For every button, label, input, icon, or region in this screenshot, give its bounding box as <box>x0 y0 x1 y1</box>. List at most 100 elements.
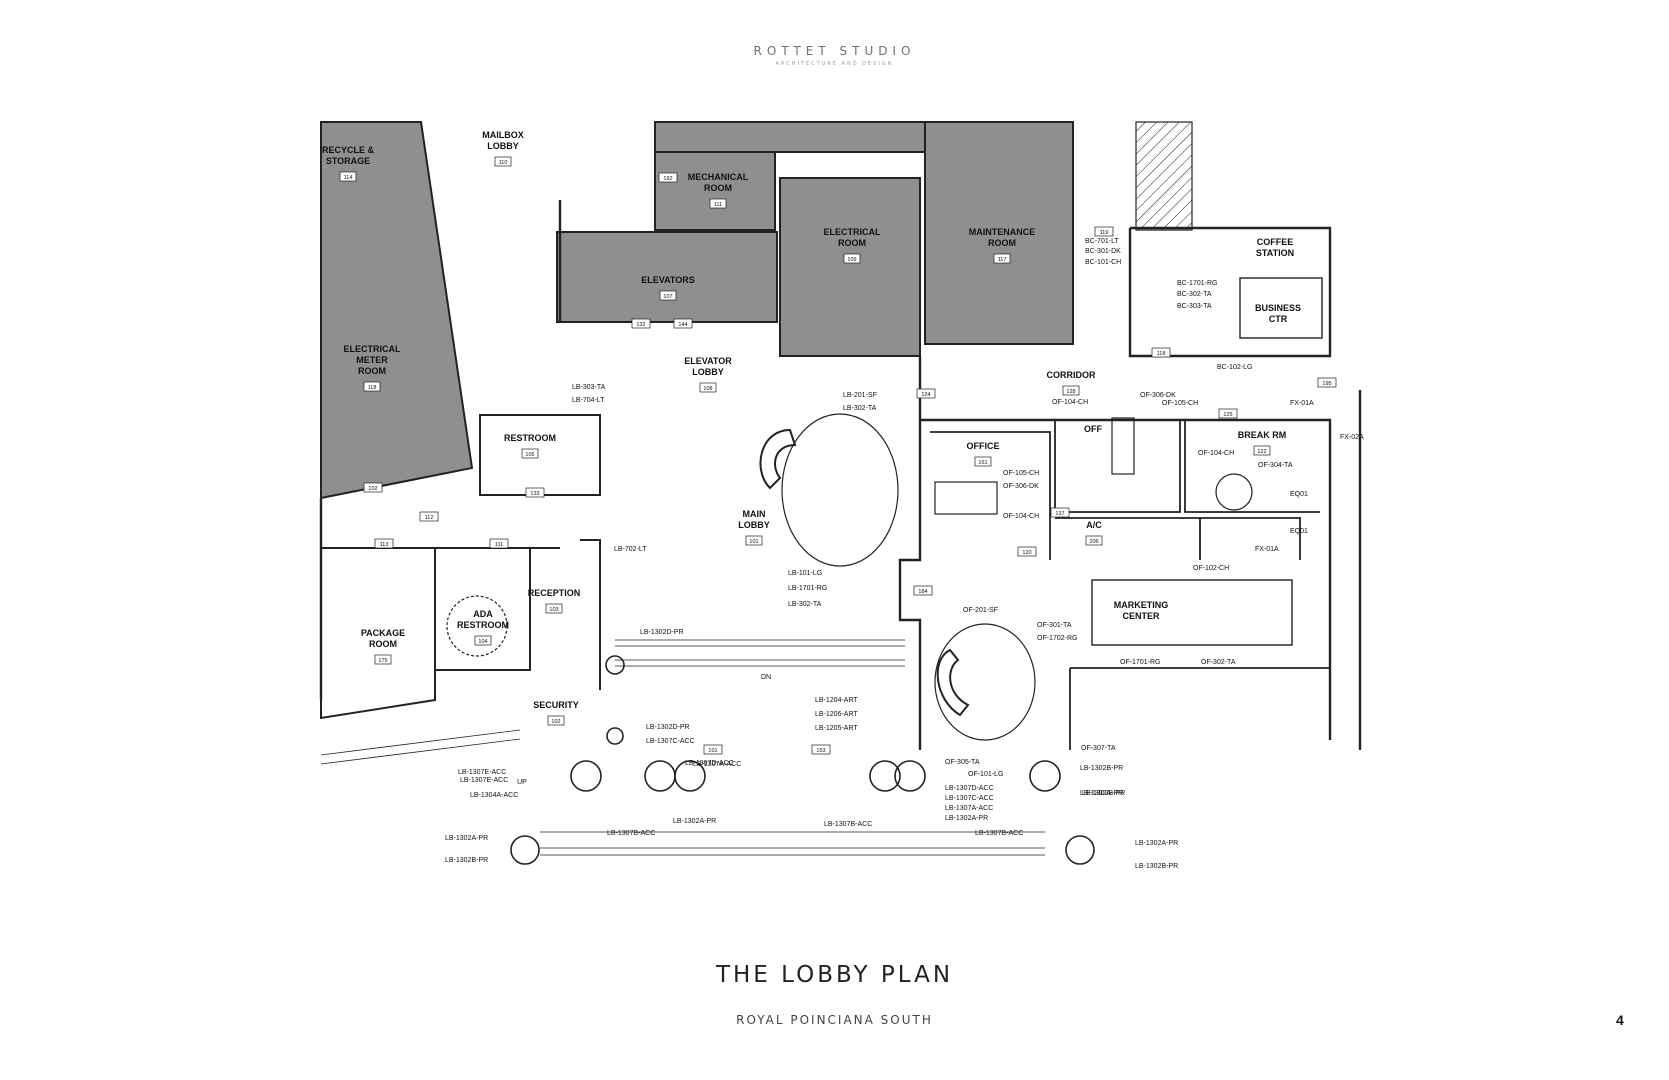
brand-header: ROTTET STUDIO ARCHITECTURE AND DESIGN <box>0 44 1669 67</box>
door-number: 153 <box>816 748 825 754</box>
fixture-tag: LB-1302B-PR <box>1082 790 1125 797</box>
plan-title: THE LOBBY PLAN <box>715 962 954 988</box>
planters <box>510 655 1095 865</box>
room-number-box <box>521 448 539 459</box>
fixture-tag: OF-301-TA <box>1037 622 1072 629</box>
fixture-tag: OF-304-TA <box>1258 462 1293 469</box>
door-number: 124 <box>921 392 930 398</box>
package-room-walls <box>320 547 436 720</box>
fixture-tag: LB-1307E-ACC <box>460 777 508 784</box>
room-number-box <box>659 290 677 301</box>
break-room-table <box>1215 473 1253 511</box>
room-label: BUSINESS <box>1255 303 1301 313</box>
fixture-tag: OF-305-TA <box>945 759 980 766</box>
fixture-tag: OF-1701-RG <box>1120 659 1160 666</box>
room-number-box <box>1085 535 1103 546</box>
fixture-tag: OF-102-CH <box>1193 565 1229 572</box>
door-number-box <box>811 744 831 755</box>
room-label: ROOM <box>369 639 397 649</box>
room-label: ELEVATORS <box>641 275 695 285</box>
fixture-tag: OF-302-TA <box>1201 659 1236 666</box>
room-number: 108 <box>703 386 712 392</box>
room-number: 105 <box>525 452 534 458</box>
door-number-box <box>1218 408 1238 419</box>
fixture-tag: LB-1302A-PR <box>945 815 988 822</box>
room-label: CTR <box>1269 314 1288 324</box>
room-number-box <box>374 654 392 665</box>
fixture-tag: OF-307-TA <box>1081 745 1116 752</box>
room-label: ROOM <box>838 238 866 248</box>
electrical-room-fill <box>779 177 921 357</box>
room-label: STORAGE <box>326 156 370 166</box>
fixture-tag: BC-102-LG <box>1217 364 1252 371</box>
fixture-tag: LB-1302B-PR <box>445 857 488 864</box>
room-label: CENTER <box>1122 611 1160 621</box>
fixture-tag: LB-704-LT <box>572 397 605 404</box>
door-number-box <box>489 538 509 549</box>
brand-tagline: ARCHITECTURE AND DESIGN <box>775 61 894 67</box>
room-number-box <box>339 171 357 182</box>
room-number: 122 <box>1257 449 1266 455</box>
mechanical-room-fill <box>654 149 776 231</box>
door-number: 132 <box>636 322 645 328</box>
door-number-box <box>419 511 439 522</box>
fixture-tag: FX-01A <box>1290 400 1314 407</box>
ramp-lines <box>320 639 1045 856</box>
fixture-tag: OF-1702-RG <box>1037 635 1077 642</box>
stair-down-label: DN <box>761 674 771 681</box>
door-number-box <box>374 538 394 549</box>
office-walls <box>930 420 1330 750</box>
fixture-tag: LB-303-TA <box>572 384 606 391</box>
room-number: 109 <box>847 257 856 263</box>
door-number-box <box>631 318 651 329</box>
fixture-tag: LB-101-LG <box>788 570 822 577</box>
plan-labels: RECYCLE &STORAGE114MAILBOXLOBBY110MECHAN… <box>322 130 1364 870</box>
fixture-tag: LB-1307B-ACC <box>824 821 872 828</box>
room-label: ROOM <box>358 366 386 376</box>
room-label: SECURITY <box>533 700 579 710</box>
fixture-tag: OF-306-DK <box>1003 483 1039 490</box>
room-number: 101 <box>749 539 758 545</box>
fixture-tag: LB-1307C-ACC <box>945 795 994 802</box>
door-number: 125 <box>1223 412 1232 418</box>
door-number-box <box>673 318 693 329</box>
room-label: BREAK RM <box>1238 430 1287 440</box>
room-label: MAINTENANCE <box>969 227 1036 237</box>
room-label: METER <box>356 355 388 365</box>
fixture-tag: LB-1307E-ACC <box>458 769 506 776</box>
room-number-box <box>745 535 763 546</box>
fixture-tag: LB-302-TA <box>843 405 877 412</box>
room-label: RECYCLE & <box>322 145 375 155</box>
fixture-tag: OF-104-CH <box>1052 399 1088 406</box>
door-number: 137 <box>1055 511 1064 517</box>
room-label: PACKAGE <box>361 628 405 638</box>
fixture-tag: LB-1302D-PR <box>646 724 690 731</box>
room-label: OFF <box>1084 424 1102 434</box>
room-number-box <box>993 253 1011 264</box>
page-number: 4 <box>1616 1012 1624 1028</box>
door-number-box <box>658 172 678 183</box>
room-label: OFFICE <box>967 441 1000 451</box>
room-number: 206 <box>1089 539 1098 545</box>
door-number: 101 <box>708 748 717 754</box>
door-number: 144 <box>678 322 687 328</box>
fixture-tag: LB-1307D-ACC <box>945 785 994 792</box>
room-label: ADA <box>473 609 493 619</box>
door-number: 102 <box>368 486 377 492</box>
room-label: MAILBOX <box>482 130 524 140</box>
room-label: RECEPTION <box>528 588 581 598</box>
room-label: LOBBY <box>487 141 519 151</box>
door-number: 133 <box>530 491 539 497</box>
door-number: 119 <box>1100 230 1109 236</box>
restroom-walls <box>434 414 601 690</box>
room-label: LOBBY <box>738 520 770 530</box>
door-number-box <box>916 388 936 399</box>
fixture-tag: FX-01A <box>1255 546 1279 553</box>
main-lobby-rug <box>781 413 899 567</box>
room-label: RESTROOM <box>504 433 556 443</box>
office-lounge-rug <box>934 623 1036 741</box>
fixture-tag: LB-1204-ART <box>815 697 858 704</box>
fixture-tag: EQ01 <box>1290 491 1308 498</box>
fixture-tag: OF-104-CH <box>1198 450 1234 457</box>
